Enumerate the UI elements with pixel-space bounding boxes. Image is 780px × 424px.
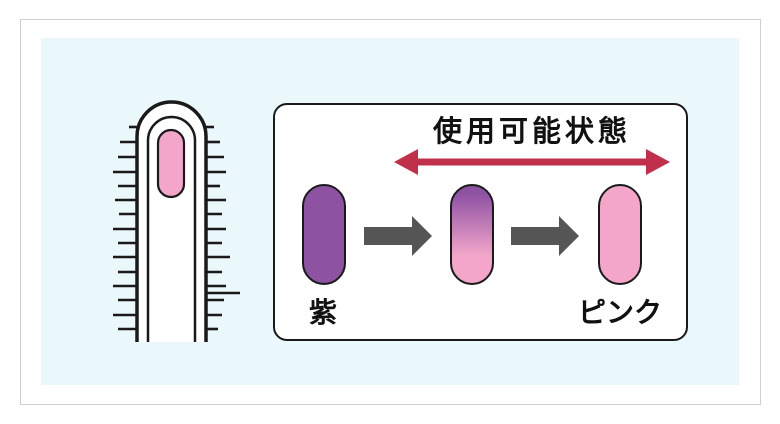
usable-range-double-arrow-icon: [394, 149, 670, 175]
indicator-purple-stage: [302, 184, 346, 285]
indicator-transition-stage: [450, 184, 494, 285]
usable-state-title: 使用可能状態: [432, 114, 631, 148]
indicator-pink-stage: [598, 184, 642, 285]
brush-color-indicator: [156, 128, 186, 199]
brush-inner-outline: [146, 115, 197, 342]
purple-label: 紫: [308, 296, 337, 329]
range-arrow-shaft: [414, 158, 650, 166]
right-arrow-icon: [364, 216, 432, 256]
right-arrow-icon: [511, 216, 579, 256]
brush-outer-outline: [135, 100, 208, 342]
brush-head-illustration: [113, 100, 240, 342]
range-arrow-right-head: [646, 149, 670, 175]
pink-label: ピンク: [577, 296, 662, 329]
outer-frame: [20, 19, 761, 405]
range-arrow-left-head: [394, 149, 418, 175]
